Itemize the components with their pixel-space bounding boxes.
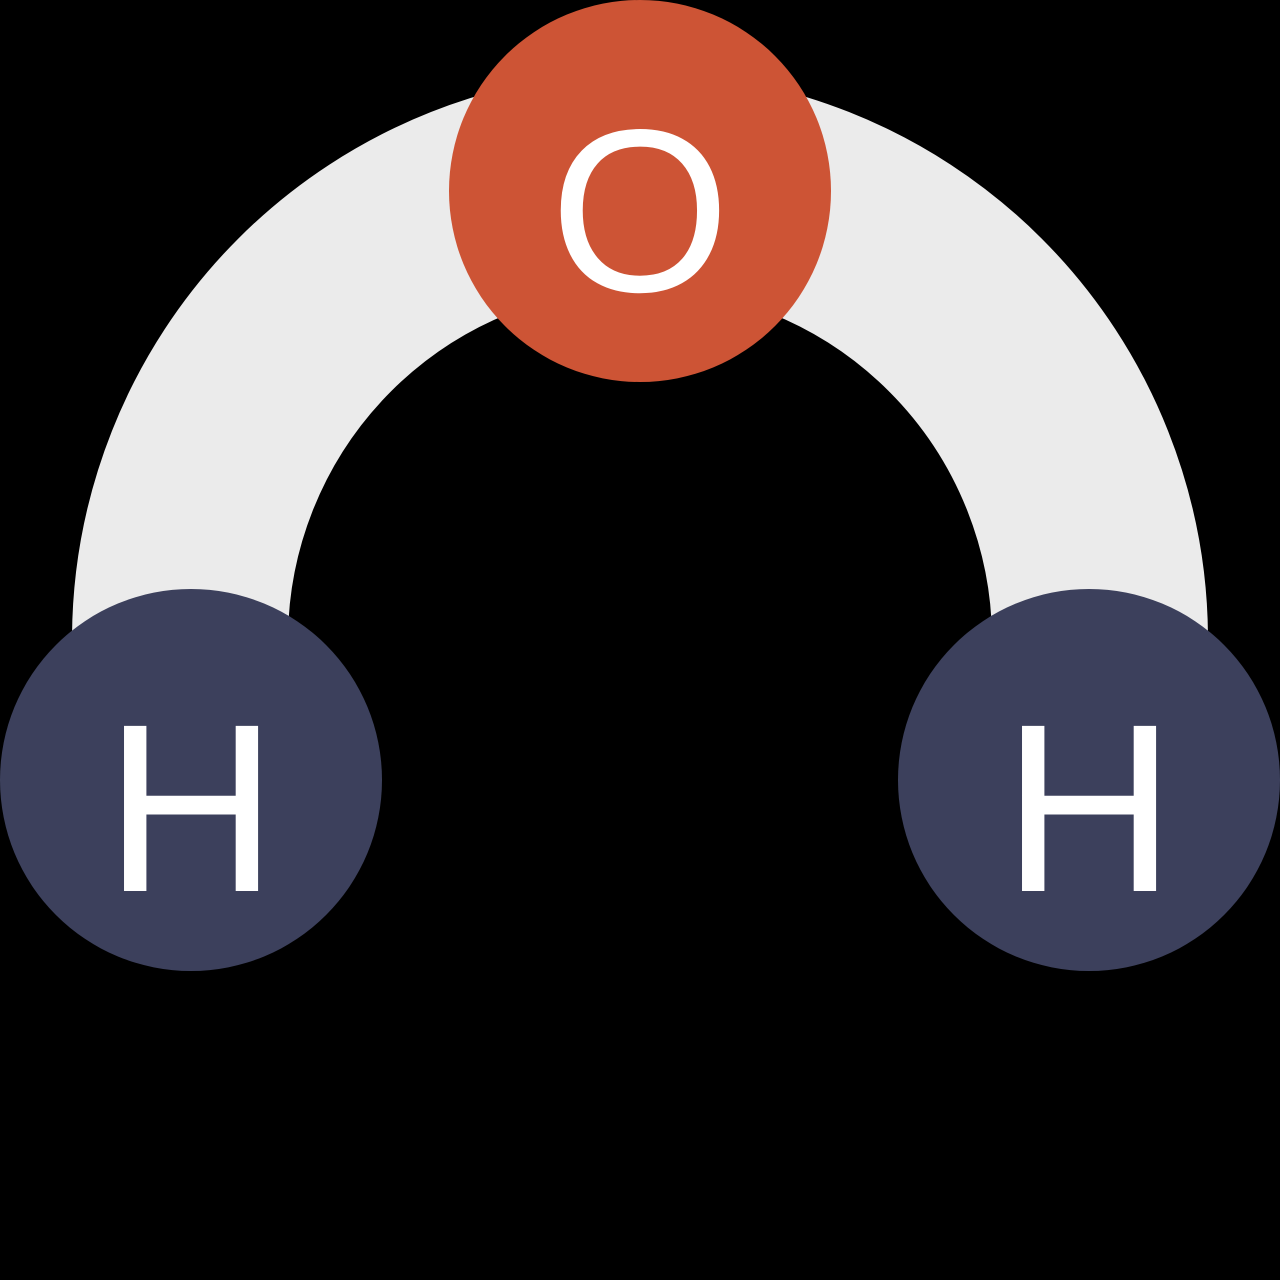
hydrogen-atom-right — [898, 589, 1280, 971]
hydrogen-right-label: H — [1002, 674, 1176, 942]
hydrogen-atom-left — [0, 589, 382, 971]
oxygen-atom — [449, 0, 831, 382]
hydrogen-left-label: H — [104, 674, 278, 942]
oxygen-label: O — [549, 82, 731, 341]
